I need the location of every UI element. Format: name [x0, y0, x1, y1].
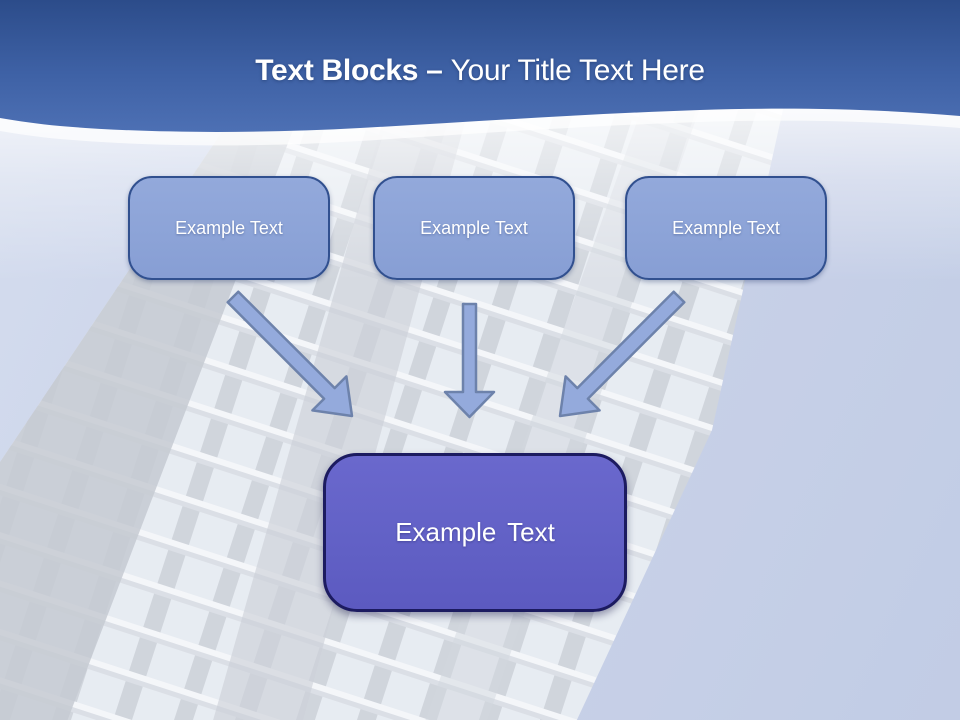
title-bold-part: Text Blocks –: [255, 54, 451, 87]
text-block-3-label: Example Text: [672, 217, 780, 238]
header-wave: [0, 0, 960, 146]
center-text-block[interactable]: Example Text: [323, 453, 627, 612]
slide-title: Text Blocks – Your Title Text Here: [0, 54, 960, 88]
center-text-block-label: Example Text: [395, 517, 555, 547]
title-regular-part: Your Title Text Here: [450, 54, 705, 87]
text-block-1-label: Example Text: [175, 217, 283, 238]
text-block-2[interactable]: Example Text: [373, 176, 575, 280]
text-block-3[interactable]: Example Text: [625, 176, 827, 280]
text-block-2-label: Example Text: [420, 217, 528, 238]
header-wave-band: [0, 0, 960, 132]
text-block-1[interactable]: Example Text: [128, 176, 330, 280]
